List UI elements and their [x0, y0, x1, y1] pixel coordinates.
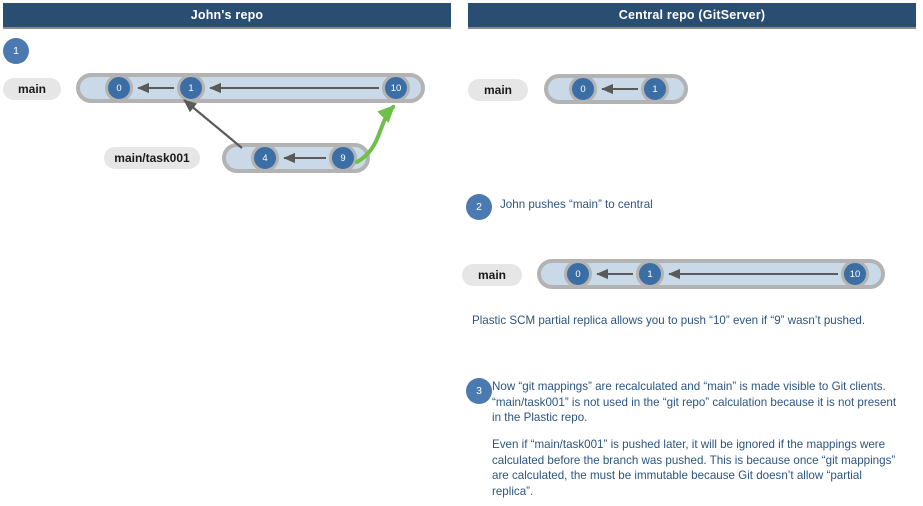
- step-2-text: John pushes “main” to central: [500, 198, 653, 211]
- branch-label-main-right-before: main: [468, 79, 528, 101]
- branch-base-arrow-task001-to-1: [183, 99, 243, 149]
- commit-node-main-left-1[interactable]: 1: [177, 74, 205, 102]
- commit-node-main-right-before-0[interactable]: 0: [569, 75, 597, 103]
- commit-node-main-left-10[interactable]: 10: [382, 74, 410, 102]
- panel-header-johns-repo: John's repo: [3, 3, 451, 29]
- step-bullet-2: 2: [466, 194, 492, 220]
- commit-node-task001-9[interactable]: 9: [329, 144, 357, 172]
- branch-label-main-task001: main/task001: [104, 147, 200, 169]
- branch-label-main-right-after: main: [462, 264, 522, 286]
- commit-node-task001-4[interactable]: 4: [251, 144, 279, 172]
- commit-node-main-right-after-10[interactable]: 10: [841, 260, 869, 288]
- commit-node-main-right-after-0[interactable]: 0: [564, 260, 592, 288]
- commit-node-main-left-0[interactable]: 0: [105, 74, 133, 102]
- note-partial-replica: Plastic SCM partial replica allows you t…: [472, 314, 866, 327]
- branch-label-main-left: main: [3, 78, 61, 100]
- note-immutable-mappings: Even if “main/task001” is pushed later, …: [492, 438, 896, 498]
- panel-header-central-repo: Central repo (GitServer): [468, 3, 916, 29]
- step-bullet-3: 3: [466, 378, 492, 404]
- step-3-text: Now “git mappings” are recalculated and …: [492, 380, 897, 424]
- step-bullet-1: 1: [3, 38, 29, 64]
- commit-node-main-right-before-1[interactable]: 1: [641, 75, 669, 103]
- commit-node-main-right-after-1[interactable]: 1: [636, 260, 664, 288]
